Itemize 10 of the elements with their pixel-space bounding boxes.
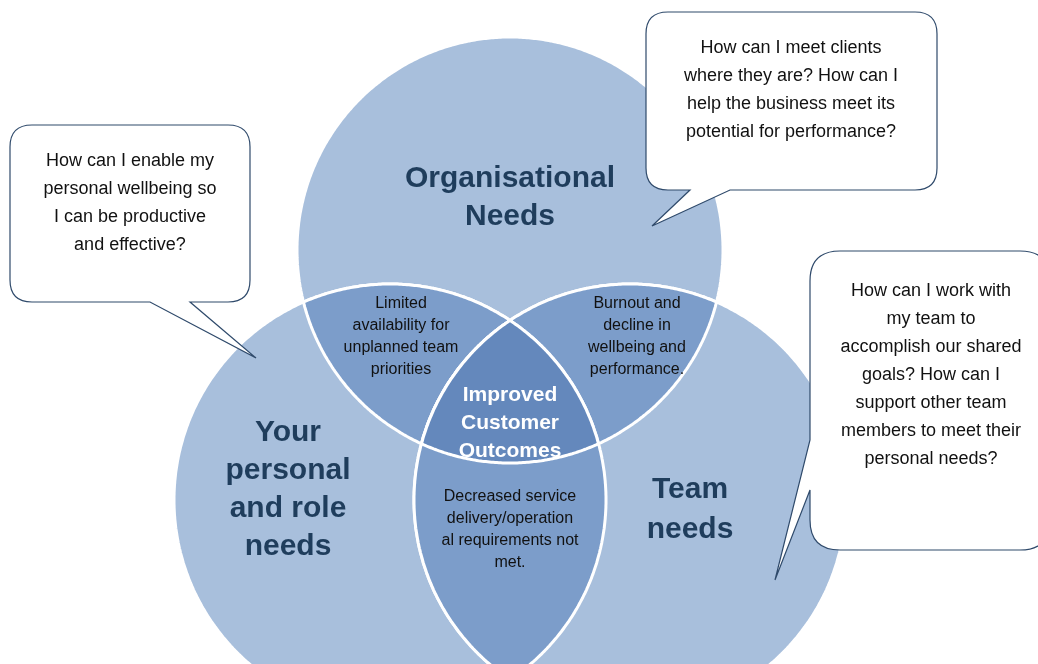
center-title: Improved Customer Outcomes [457,381,563,463]
callout-text: How can I work with my team to accomplish our shared goals? How can I support other team members to meet their personal needs? [840,279,1022,470]
callout-text: How can I meet clients where they are? How can I help the business meet its potential for performance? [682,36,900,143]
overlap-text: Burnout and decline in wellbeing and performance. [587,293,687,379]
overlap-text: Limited availability for unplanned team priorities [342,293,460,379]
overlap-text: Decreased service delivery/operation al requirements not met. [440,486,580,572]
circle-title: Organisational Needs [403,159,616,233]
callout-text: How can I enable my personal wellbeing so I can be productive and effective? [42,149,218,256]
circle-title: Your personal and role needs [224,413,352,563]
circle-title: Team needs [645,470,735,546]
